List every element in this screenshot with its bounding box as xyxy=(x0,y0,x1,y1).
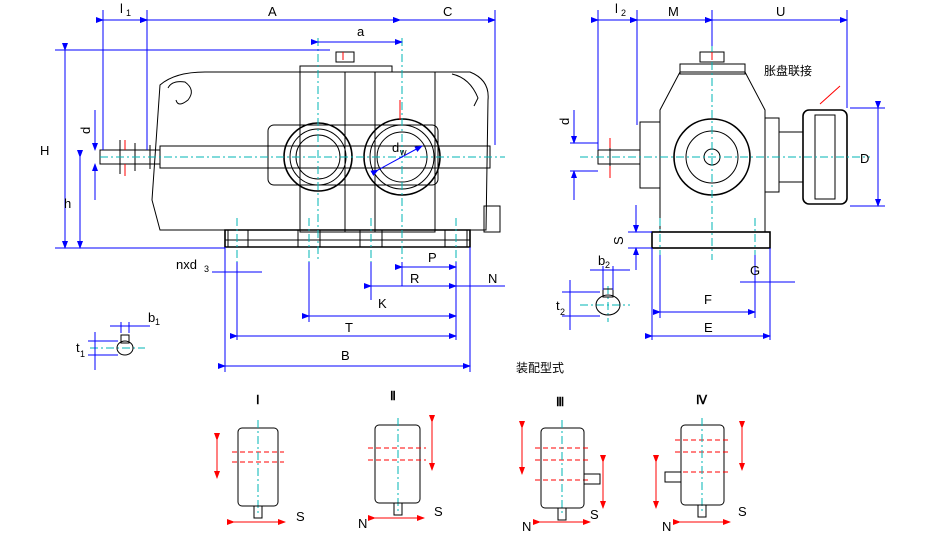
dim-t1-sub: 1 xyxy=(80,349,85,359)
side-view xyxy=(570,10,885,340)
dim-t: T xyxy=(345,320,353,335)
dim-h-lower: h xyxy=(64,196,71,211)
dim-nxd3-sub: 3 xyxy=(204,264,209,274)
assembly-2-n: N xyxy=(358,516,367,531)
assembly-type-4: Ⅳ N S xyxy=(653,393,747,534)
dim-c: C xyxy=(443,4,452,19)
dim-d2: d xyxy=(557,118,572,125)
dim-d1: d xyxy=(78,127,93,134)
coupling-label: 胀盘联接 xyxy=(764,63,812,78)
dim-b: B xyxy=(341,348,350,363)
dim-t2: t xyxy=(556,298,560,313)
assembly-type-2: Ⅱ N S xyxy=(358,389,443,531)
assembly-3-s: S xyxy=(590,507,599,522)
dim-f: F xyxy=(704,292,712,307)
dim-b1: b xyxy=(148,310,155,325)
assembly-numeral-1: Ⅰ xyxy=(256,393,260,407)
assembly-4-n: N xyxy=(662,519,671,534)
assembly-type-3: Ⅲ N S xyxy=(519,395,606,534)
dim-h-upper: H xyxy=(40,143,49,158)
dim-r: R xyxy=(410,271,419,286)
dim-b2: b xyxy=(598,253,605,268)
dim-b1-sub: 1 xyxy=(155,317,160,327)
assembly-numeral-2: Ⅱ xyxy=(390,389,396,403)
assembly-2-s: S xyxy=(434,504,443,519)
dim-m: M xyxy=(668,4,679,19)
dim-l1-sub: 1 xyxy=(126,8,131,18)
assembly-type-1: Ⅰ S xyxy=(214,393,305,525)
dim-s: S xyxy=(611,236,626,245)
front-view-labels: l 1 A C a H d h d w nxd 3 P R N K T B xyxy=(40,1,497,363)
dim-n: N xyxy=(488,271,497,286)
dim-k: K xyxy=(378,296,387,311)
dim-dw: d xyxy=(392,140,399,155)
assembly-3-n: N xyxy=(522,519,531,534)
dim-d-big: D xyxy=(860,151,869,166)
assembly-title: 装配型式 xyxy=(516,361,564,375)
dim-dw-sub: w xyxy=(399,147,407,157)
dim-b2-sub: 2 xyxy=(605,260,610,270)
assembly-4-s: S xyxy=(738,504,747,519)
dim-l2-sub: 2 xyxy=(621,8,626,18)
dim-a-upper: A xyxy=(268,4,277,19)
dim-l1: l xyxy=(120,1,123,16)
key-detail-2: b 2 t 2 xyxy=(556,253,630,330)
front-view xyxy=(55,10,505,372)
assembly-numeral-4: Ⅳ xyxy=(696,393,708,407)
assembly-1-s: S xyxy=(296,509,305,524)
dim-l2: l xyxy=(615,1,618,16)
dim-u: U xyxy=(776,4,785,19)
dim-a-lower: a xyxy=(357,24,365,39)
dim-g: G xyxy=(750,263,760,278)
dim-t1: t xyxy=(76,340,80,355)
key-detail-1: b 1 t 1 xyxy=(76,310,160,370)
dim-nxd3: nxd xyxy=(176,257,197,272)
side-view-labels: l 2 M U d D S G F E 胀盘联接 xyxy=(557,1,869,335)
dim-p: P xyxy=(428,250,437,265)
dim-e: E xyxy=(704,320,713,335)
dim-t2-sub: 2 xyxy=(560,307,565,317)
assembly-numeral-3: Ⅲ xyxy=(556,395,564,409)
